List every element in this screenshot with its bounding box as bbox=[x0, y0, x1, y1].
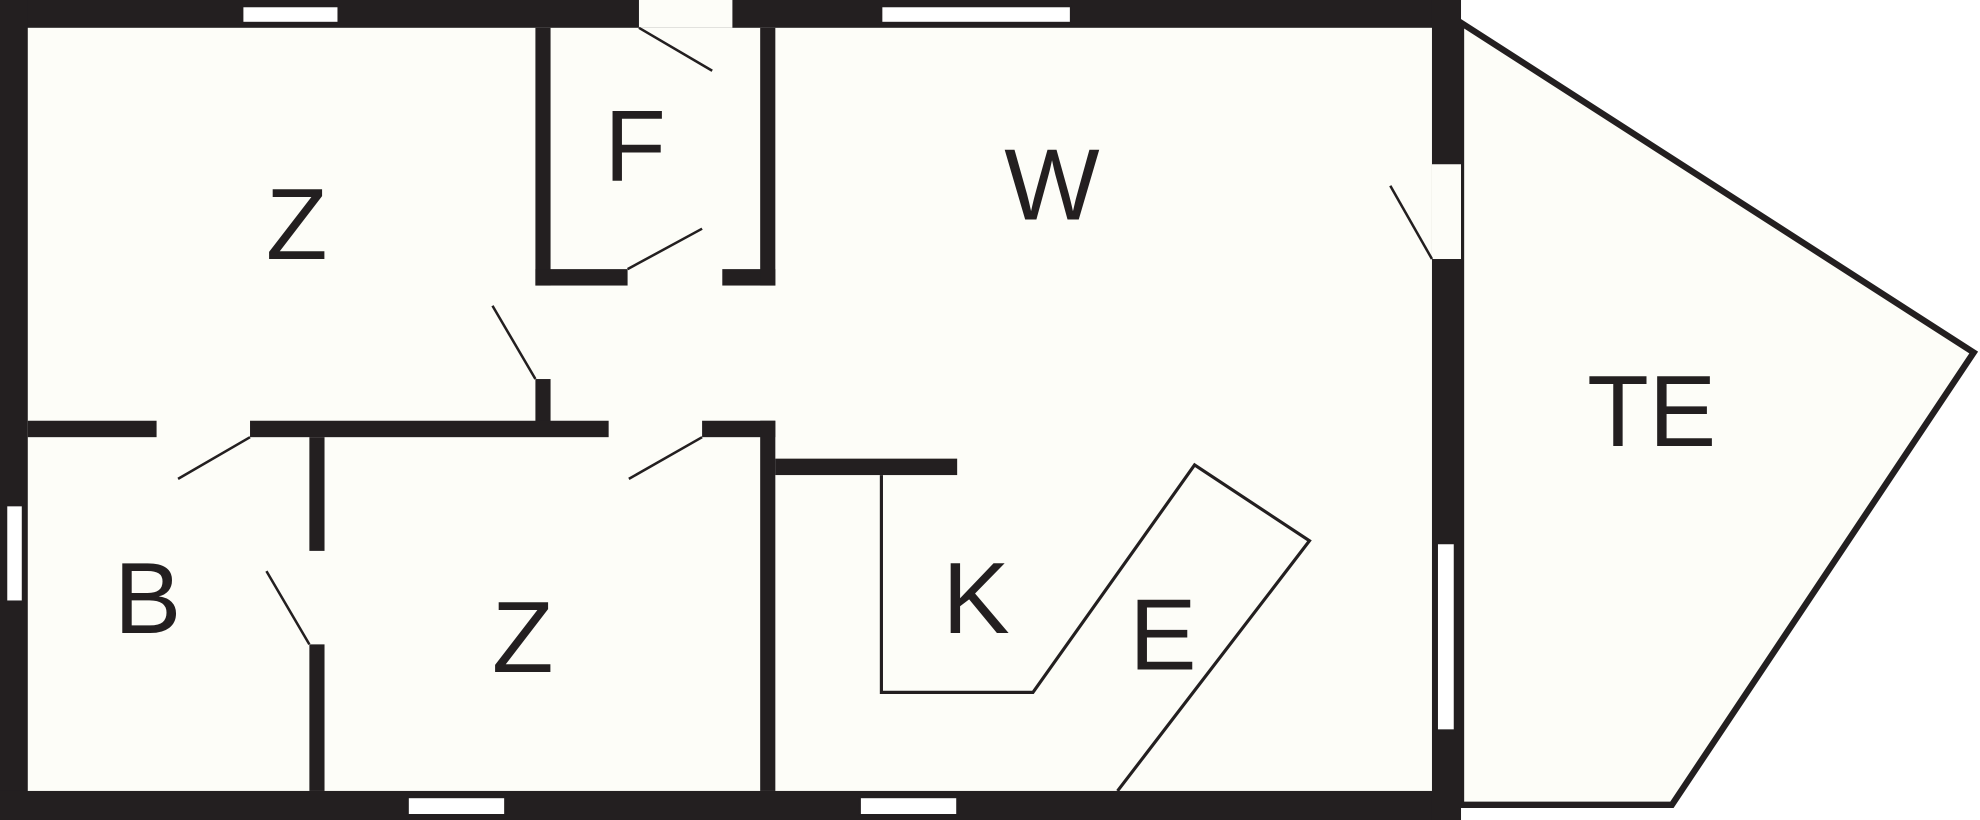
door-swing bbox=[491, 305, 537, 380]
room-label-f: F bbox=[604, 91, 666, 203]
door-swing bbox=[1389, 185, 1434, 260]
window bbox=[241, 5, 340, 24]
door-swing bbox=[626, 227, 703, 271]
room-label-terrace: TE bbox=[1587, 356, 1716, 468]
door-swings bbox=[177, 26, 1434, 646]
room-label-bedroom-top: Z bbox=[266, 169, 328, 281]
room-label-living: W bbox=[1004, 130, 1100, 242]
door-swing bbox=[628, 436, 703, 480]
door-swing bbox=[265, 570, 311, 646]
room-label-bedroom-bottom: Z bbox=[492, 582, 554, 694]
window bbox=[880, 5, 1072, 24]
window bbox=[5, 504, 24, 603]
kitchen-counter-outline bbox=[879, 462, 1312, 792]
room-label-bathroom: B bbox=[114, 543, 181, 655]
room-label-kitchen: K bbox=[942, 543, 1009, 655]
window bbox=[1436, 542, 1456, 732]
windows bbox=[5, 5, 1456, 816]
door-swing bbox=[638, 26, 713, 72]
house-floor bbox=[0, 0, 1461, 820]
door-swing bbox=[177, 436, 251, 480]
window bbox=[858, 796, 959, 816]
entrance-door-gap bbox=[638, 0, 733, 28]
interior-walls bbox=[27, 27, 958, 791]
terrace-door-gap bbox=[1431, 164, 1462, 260]
room-label-dining: E bbox=[1129, 580, 1196, 692]
window bbox=[406, 796, 507, 816]
